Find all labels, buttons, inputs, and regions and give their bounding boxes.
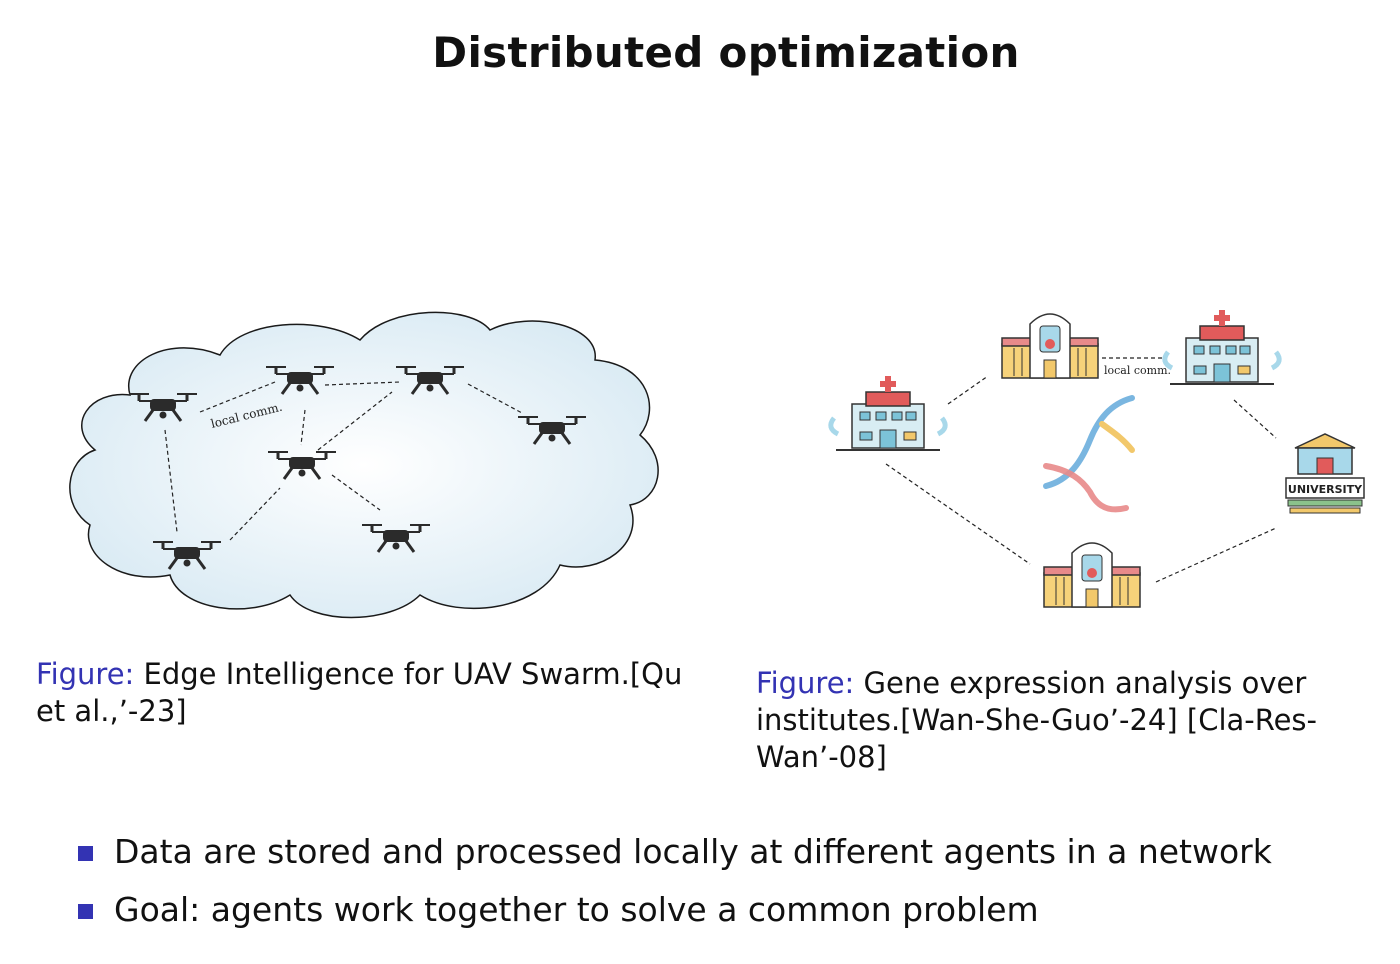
uav-swarm-figure: local comm. (60, 300, 670, 630)
institute-links (885, 357, 1277, 583)
bullet-text: Data are stored and processed locally at… (114, 832, 1272, 871)
institute-network-diagram: local comm. UNIVERSITY (820, 300, 1365, 608)
laboratory-icon (1043, 542, 1141, 608)
bullet-square-icon (78, 904, 93, 919)
uav-swarm-diagram: local comm. (69, 311, 659, 619)
uav-links (164, 381, 523, 541)
gene-network-figure: local comm. UNIVERSITY (820, 300, 1380, 640)
bullet-item: Goal: agents work together to solve a co… (78, 888, 1272, 946)
figure-caption-text: Gene expression analysis over institutes… (756, 666, 1317, 774)
hospital-icon (1165, 310, 1279, 384)
bullet-text: Goal: agents work together to solve a co… (114, 890, 1039, 929)
gene-figure-caption: Figure: Gene expression analysis over in… (756, 665, 1376, 776)
dna-icon (1043, 395, 1135, 513)
bullet-list: Data are stored and processed locally at… (78, 830, 1272, 946)
figure-label: Figure: (756, 666, 855, 700)
university-sign: UNIVERSITY (1288, 483, 1363, 496)
figure-caption-text: Edge Intelligence for UAV Swarm.[Qu et a… (36, 657, 683, 728)
figure-label: Figure: (36, 657, 135, 691)
cloud-shape (69, 311, 659, 619)
gene-edge-label: local comm. (1104, 364, 1171, 377)
bullet-square-icon (78, 846, 93, 861)
slide-title: Distributed optimization (432, 28, 1020, 77)
laboratory-icon (1001, 313, 1099, 379)
uav-figure-caption: Figure: Edge Intelligence for UAV Swarm.… (36, 656, 716, 730)
university-icon: UNIVERSITY (1285, 433, 1365, 514)
bullet-item: Data are stored and processed locally at… (78, 830, 1272, 888)
hospital-icon (831, 376, 945, 450)
